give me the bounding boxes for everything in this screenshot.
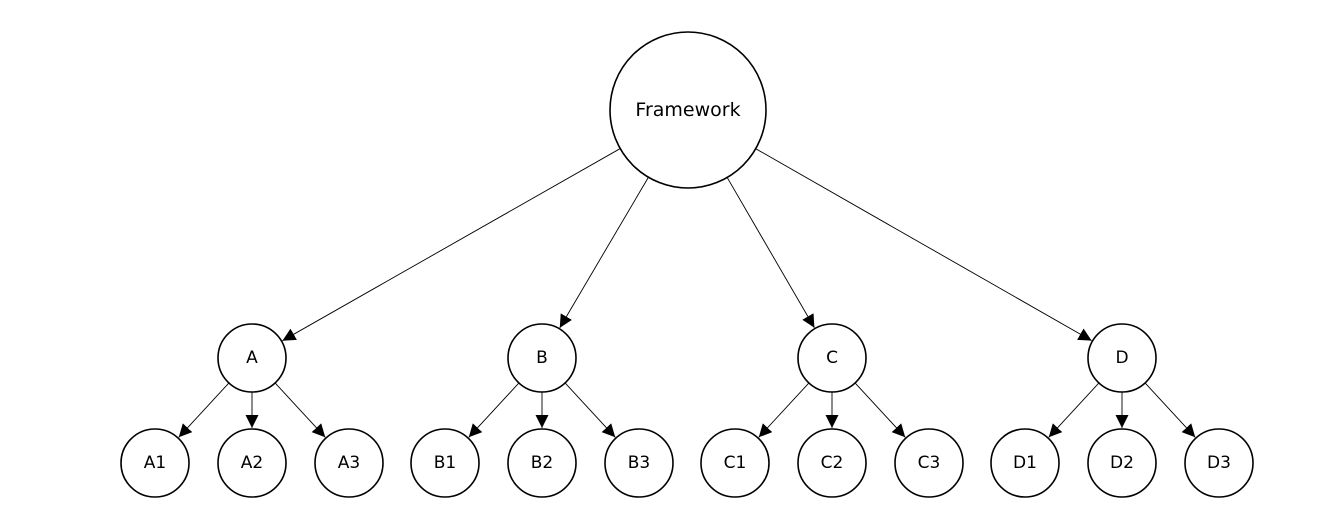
node-label: B2 bbox=[531, 453, 553, 473]
node-circle bbox=[797, 323, 867, 393]
edge-arrow bbox=[755, 148, 1092, 342]
node-circle bbox=[700, 428, 770, 498]
edge-arrow bbox=[282, 148, 621, 342]
edge-arrow bbox=[854, 382, 906, 438]
node-label: A2 bbox=[241, 453, 263, 473]
node-circle bbox=[1087, 428, 1157, 498]
edge-framework-to-b bbox=[559, 176, 649, 329]
edge-b-to-b3 bbox=[564, 382, 616, 438]
node-label: D3 bbox=[1207, 453, 1231, 473]
node-label: B1 bbox=[434, 453, 456, 473]
edge-a-to-a1 bbox=[178, 382, 230, 438]
edges-layer bbox=[178, 148, 1196, 438]
node-label: D1 bbox=[1013, 453, 1037, 473]
node-label: C1 bbox=[724, 453, 747, 473]
node-circle bbox=[507, 323, 577, 393]
node-circle bbox=[507, 428, 577, 498]
node-c: C bbox=[797, 323, 867, 393]
node-circle bbox=[797, 428, 867, 498]
node-a1: A1 bbox=[120, 428, 190, 498]
node-b1: B1 bbox=[410, 428, 480, 498]
edge-arrow bbox=[1144, 382, 1196, 438]
node-label: B3 bbox=[628, 453, 650, 473]
node-label: C bbox=[826, 348, 838, 368]
edge-framework-to-d bbox=[755, 148, 1092, 342]
edge-d-to-d3 bbox=[1144, 382, 1196, 438]
node-a3: A3 bbox=[314, 428, 384, 498]
edge-framework-to-a bbox=[282, 148, 621, 342]
node-d1: D1 bbox=[990, 428, 1060, 498]
edge-c-to-c3 bbox=[854, 382, 906, 438]
node-circle bbox=[1087, 323, 1157, 393]
node-c2: C2 bbox=[797, 428, 867, 498]
node-circle bbox=[609, 31, 767, 189]
edge-arrow bbox=[564, 382, 616, 438]
node-framework: Framework bbox=[609, 31, 767, 189]
edge-arrow bbox=[559, 176, 649, 329]
node-circle bbox=[120, 428, 190, 498]
node-circle bbox=[217, 323, 287, 393]
node-b: B bbox=[507, 323, 577, 393]
node-label: D bbox=[1115, 348, 1128, 368]
node-circle bbox=[217, 428, 287, 498]
node-c3: C3 bbox=[894, 428, 964, 498]
node-label: D2 bbox=[1110, 453, 1134, 473]
node-circle bbox=[604, 428, 674, 498]
node-b2: B2 bbox=[507, 428, 577, 498]
node-a: A bbox=[217, 323, 287, 393]
edge-arrow bbox=[274, 382, 326, 438]
edge-a-to-a3 bbox=[274, 382, 326, 438]
node-d3: D3 bbox=[1184, 428, 1254, 498]
node-circle bbox=[314, 428, 384, 498]
edge-b-to-b1 bbox=[468, 382, 520, 438]
node-label: B bbox=[536, 348, 548, 368]
node-label: Framework bbox=[635, 99, 740, 121]
node-d2: D2 bbox=[1087, 428, 1157, 498]
edge-arrow bbox=[468, 382, 520, 438]
node-label: C3 bbox=[918, 453, 941, 473]
edge-d-to-d1 bbox=[1048, 382, 1100, 438]
node-b3: B3 bbox=[604, 428, 674, 498]
node-circle bbox=[990, 428, 1060, 498]
node-label: A bbox=[246, 348, 258, 368]
edge-arrow bbox=[1048, 382, 1100, 438]
edge-arrow bbox=[726, 177, 815, 328]
edge-arrow bbox=[758, 382, 810, 438]
edge-c-to-c1 bbox=[758, 382, 810, 438]
node-c1: C1 bbox=[700, 428, 770, 498]
node-label: A1 bbox=[144, 453, 166, 473]
edge-arrow bbox=[178, 382, 230, 438]
edge-framework-to-c bbox=[726, 177, 815, 328]
node-d: D bbox=[1087, 323, 1157, 393]
node-label: C2 bbox=[821, 453, 844, 473]
node-a2: A2 bbox=[217, 428, 287, 498]
node-circle bbox=[410, 428, 480, 498]
node-label: A3 bbox=[338, 453, 360, 473]
node-circle bbox=[1184, 428, 1254, 498]
node-circle bbox=[894, 428, 964, 498]
